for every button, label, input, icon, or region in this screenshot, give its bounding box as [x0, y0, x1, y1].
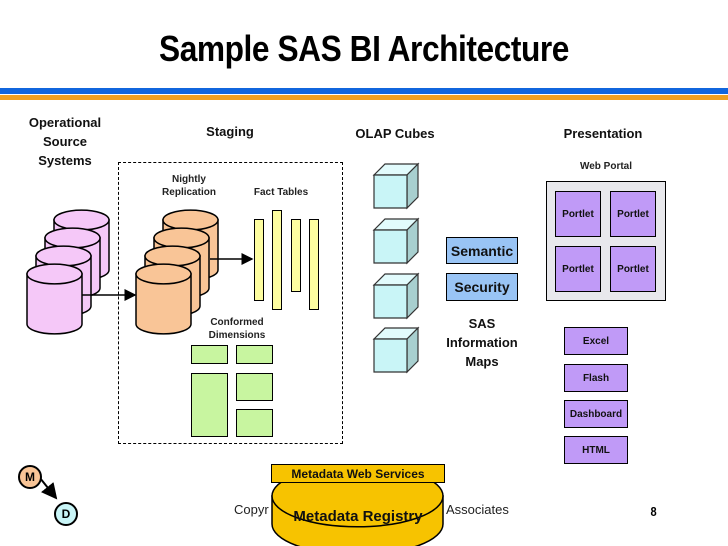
nightly-replication-label: Nightly Replication: [152, 173, 226, 199]
label-line: Operational: [28, 115, 102, 130]
master-circle-icon: M: [18, 465, 42, 489]
copyright-text-left: Copyr: [234, 502, 269, 517]
page-number: 8: [650, 504, 657, 519]
dashboard-item: Dashboard: [564, 400, 628, 428]
label-line: Nightly: [172, 174, 206, 185]
olap-cube: [372, 217, 420, 265]
fact-tables-label: Fact Tables: [253, 187, 309, 198]
title-underline-orange: [0, 95, 728, 100]
fact-table: [254, 219, 264, 301]
security-box: Security: [446, 273, 518, 301]
label-line: Maps: [465, 354, 499, 369]
portlet: Portlet: [610, 246, 656, 292]
html-item: HTML: [564, 436, 628, 464]
dimension-table: [236, 345, 273, 364]
fact-table: [291, 219, 301, 292]
copyright-text-right: Associates: [446, 502, 509, 517]
olap-cube: [372, 272, 420, 320]
staging-database: [135, 263, 192, 335]
detail-circle-icon: D: [54, 502, 78, 526]
sas-information-maps-label: SAS Information Maps: [436, 314, 528, 371]
label-line: Dimensions: [208, 330, 266, 341]
dimension-table: [236, 409, 273, 437]
portlet: Portlet: [610, 191, 656, 237]
web-portal-label: Web Portal: [579, 161, 633, 172]
metadata-registry-label: Metadata Registry: [293, 508, 423, 525]
dimension-table: [191, 345, 228, 364]
olap-cube: [372, 162, 420, 210]
portlet: Portlet: [555, 246, 601, 292]
label-line: Source: [42, 134, 88, 149]
flash-item: Flash: [564, 364, 628, 392]
label-line: Conformed: [210, 317, 264, 328]
staging-boundary: [118, 162, 343, 444]
master-detail-arrow: [39, 477, 58, 500]
metadata-web-services: Metadata Web Services: [271, 464, 445, 483]
portlet: Portlet: [555, 191, 601, 237]
olap-cubes: [372, 162, 420, 374]
label-line: Replication: [162, 187, 216, 198]
fact-table: [272, 210, 282, 310]
label-line: Information: [446, 335, 518, 350]
dimension-table: [191, 373, 228, 437]
excel-item: Excel: [564, 327, 628, 355]
title-underline-blue: [0, 88, 728, 94]
fact-table: [309, 219, 319, 310]
olap-cubes-label: OLAP Cubes: [355, 126, 435, 141]
presentation-label: Presentation: [563, 126, 643, 141]
staging-databases: [135, 209, 219, 335]
label-line: Systems: [38, 153, 92, 168]
label-line: SAS: [468, 316, 496, 331]
source-databases: [26, 209, 110, 335]
dimension-table: [236, 373, 273, 401]
semantic-box: Semantic: [446, 237, 518, 264]
olap-cube: [372, 326, 420, 374]
source-database: [26, 263, 83, 335]
slide-title: Sample SAS BI Architecture: [159, 28, 569, 69]
conformed-dimensions-label: Conformed Dimensions: [196, 316, 278, 342]
staging-label: Staging: [206, 124, 254, 139]
operational-source-label: Operational Source Systems: [20, 113, 110, 170]
